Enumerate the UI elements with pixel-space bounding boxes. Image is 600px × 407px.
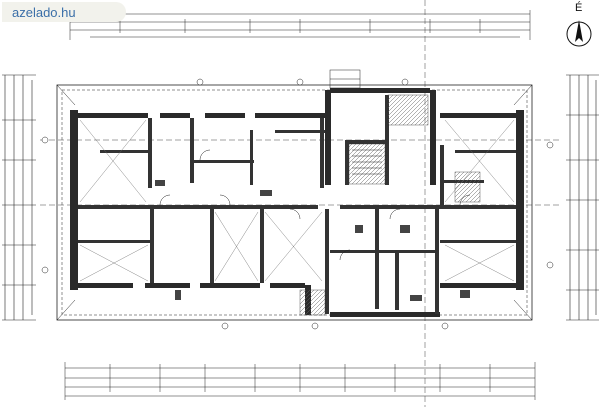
watermark-badge: azelado.hu: [2, 2, 126, 22]
compass-letter: É: [575, 2, 583, 14]
north-arrow-icon: [566, 20, 592, 47]
right-dimension-lines: [566, 74, 599, 321]
interior-walls: [78, 95, 516, 314]
hatched-walls: [299, 94, 481, 316]
door-swings: [159, 149, 471, 261]
exterior-walls: [70, 88, 524, 317]
grid-markers: [41, 78, 554, 330]
stair-details: [329, 69, 382, 175]
left-dimension-lines: [2, 74, 36, 321]
top-dimension-lines: [69, 10, 531, 40]
axis-lines: [40, 0, 560, 407]
fixtures: [155, 180, 470, 301]
compass: É: [564, 2, 594, 52]
bottom-dimension-lines: [64, 362, 536, 400]
room-diagonals: [79, 119, 515, 282]
watermark-text: azelado.hu: [12, 4, 76, 20]
building-outline: [56, 84, 533, 321]
